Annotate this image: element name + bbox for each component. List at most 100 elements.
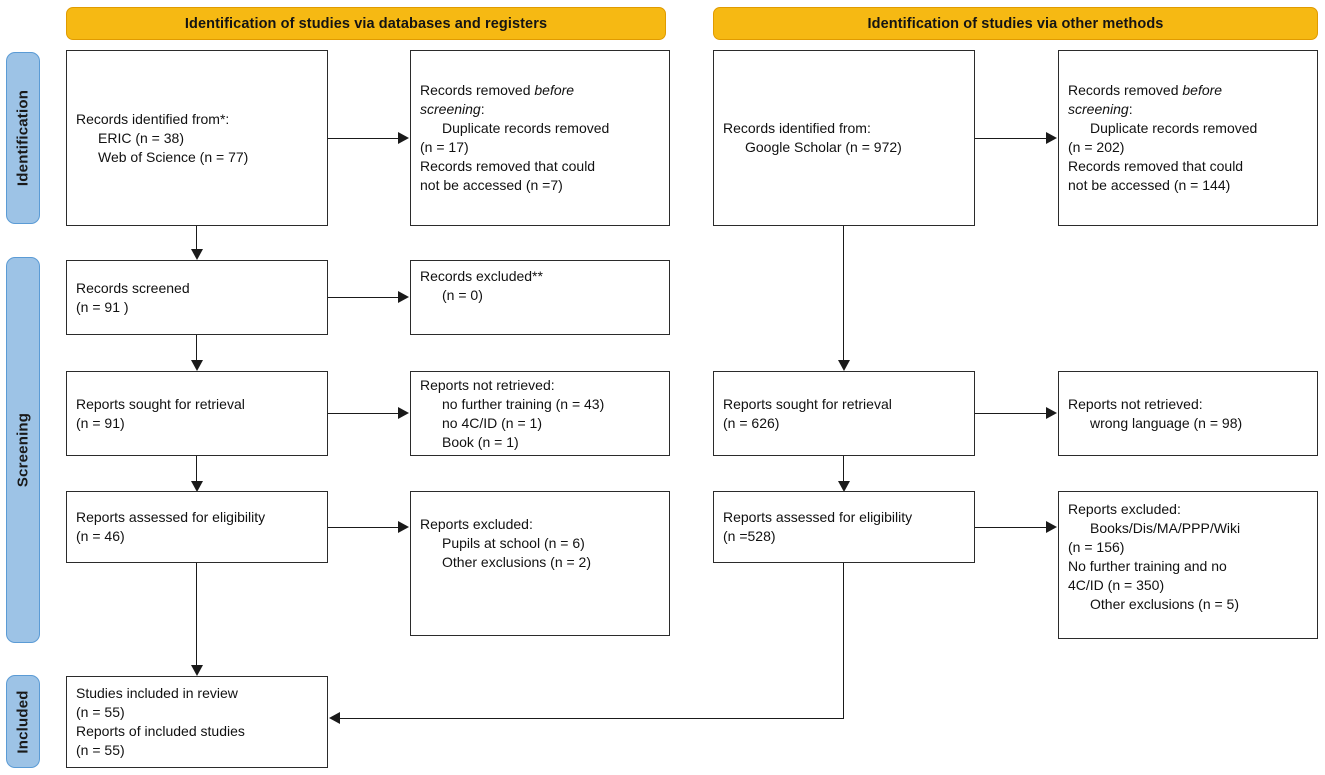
box-records-excluded: Records excluded** (n = 0) xyxy=(410,260,670,335)
box-records-identified-databases: Records identified from*: ERIC (n = 38) … xyxy=(66,50,328,226)
box-line: Records removed before xyxy=(1068,82,1223,98)
phase-label-screening: Screening xyxy=(14,412,32,488)
connector-db-identified-to-screened xyxy=(196,226,197,250)
box-line: Records removed that could xyxy=(1068,158,1244,174)
box-line: (n = 202) xyxy=(1068,139,1125,155)
connector-om-sought-to-assessed xyxy=(843,456,844,482)
box-line: Pupils at school (n = 6) xyxy=(442,535,585,551)
box-line: Reports sought for retrieval xyxy=(76,395,245,412)
box-line: Reports of included studies xyxy=(76,723,245,739)
box-line: Records screened xyxy=(76,279,190,296)
box-line: (n =528) xyxy=(723,528,776,544)
box-line: (n = 55) xyxy=(76,704,125,720)
box-line: Records identified from: xyxy=(723,120,871,136)
box-line: (n = 55) xyxy=(76,742,125,758)
banner-other-methods-label: Identification of studies via other meth… xyxy=(867,15,1164,32)
box-line: Reports sought for retrieval xyxy=(723,395,892,412)
box-line: Books/Dis/MA/PPP/Wiki xyxy=(1090,520,1241,536)
connector-om-assessed-down xyxy=(843,563,844,719)
box-line: (n = 91 ) xyxy=(76,298,129,315)
box-line: Duplicate records removed xyxy=(442,120,610,136)
phase-label-included: Included xyxy=(14,689,32,754)
banner-other-methods: Identification of studies via other meth… xyxy=(713,7,1318,40)
box-line: ERIC (n = 38) xyxy=(98,129,184,146)
connector-om-assessed-to-reports-excluded xyxy=(975,527,1046,528)
arrow-om-sought-to-assessed xyxy=(838,481,850,492)
arrow-db-screened-to-excluded xyxy=(398,291,409,303)
arrow-om-sought-to-not-retrieved xyxy=(1046,407,1057,419)
connector-om-identified-to-sought xyxy=(843,226,844,361)
connector-om-to-included-horizontal xyxy=(340,718,844,719)
arrow-om-identified-to-sought xyxy=(838,360,850,371)
box-line: (n = 626) xyxy=(723,414,780,431)
box-reports-assessed-for-eligibility-databases: Reports assessed for eligibility (n = 46… xyxy=(66,491,328,563)
arrow-db-sought-to-assessed xyxy=(191,481,203,492)
box-line: Reports excluded: xyxy=(1068,501,1181,517)
box-reports-assessed-for-eligibility-other-methods: Reports assessed for eligibility (n =528… xyxy=(713,491,975,563)
connector-db-identified-to-removed xyxy=(328,138,398,139)
box-line: wrong language (n = 98) xyxy=(1090,414,1243,431)
box-line: (n = 17) xyxy=(420,139,469,155)
box-line: No further training and no xyxy=(1068,558,1227,574)
box-records-removed-before-screening-databases: Records removed before screening: Duplic… xyxy=(410,50,670,226)
box-reports-not-retrieved-other-methods: Reports not retrieved: wrong language (n… xyxy=(1058,371,1318,456)
connector-db-sought-to-not-retrieved xyxy=(328,413,398,414)
box-line: Web of Science (n = 77) xyxy=(98,148,249,165)
box-line: screening: xyxy=(420,101,485,117)
box-line: Records removed that could xyxy=(420,158,596,174)
box-line: (n = 46) xyxy=(76,528,125,544)
connector-db-screened-to-sought xyxy=(196,335,197,361)
arrow-db-identified-to-screened xyxy=(191,249,203,260)
arrow-db-assessed-to-included xyxy=(191,665,203,676)
box-line: screening: xyxy=(1068,101,1133,117)
box-line: Book (n = 1) xyxy=(442,433,519,450)
box-line: no 4C/ID (n = 1) xyxy=(442,414,542,431)
box-records-identified-other-methods: Records identified from: Google Scholar … xyxy=(713,50,975,226)
connector-om-identified-to-removed xyxy=(975,138,1046,139)
phase-pill-identification: Identification xyxy=(6,52,40,224)
arrow-db-screened-to-sought xyxy=(191,360,203,371)
banner-databases-and-registers: Identification of studies via databases … xyxy=(66,7,666,40)
box-reports-sought-for-retrieval-other-methods: Reports sought for retrieval (n = 626) xyxy=(713,371,975,456)
arrow-om-to-included xyxy=(329,712,340,724)
box-line: Duplicate records removed xyxy=(1090,120,1258,136)
connector-db-assessed-to-reports-excluded xyxy=(328,527,398,528)
box-line: Records identified from*: xyxy=(76,110,230,127)
connector-db-screened-to-excluded xyxy=(328,297,398,298)
box-records-removed-before-screening-other-methods: Records removed before screening: Duplic… xyxy=(1058,50,1318,226)
box-line: not be accessed (n = 144) xyxy=(1068,177,1231,193)
box-reports-excluded-other-methods: Reports excluded: Books/Dis/MA/PPP/Wiki … xyxy=(1058,491,1318,639)
box-line: Other exclusions (n = 5) xyxy=(1090,596,1240,612)
connector-db-assessed-to-included xyxy=(196,563,197,666)
box-line: Other exclusions (n = 2) xyxy=(442,554,592,570)
arrow-db-identified-to-removed xyxy=(398,132,409,144)
box-line: no further training (n = 43) xyxy=(442,395,605,412)
connector-om-sought-to-not-retrieved xyxy=(975,413,1046,414)
arrow-om-identified-to-removed xyxy=(1046,132,1057,144)
banner-databases-label: Identification of studies via databases … xyxy=(184,15,548,32)
box-line: Records excluded** xyxy=(420,268,543,284)
connector-db-sought-to-assessed xyxy=(196,456,197,482)
phase-pill-screening: Screening xyxy=(6,257,40,643)
box-line: Reports not retrieved: xyxy=(1068,395,1203,412)
box-line: Reports assessed for eligibility xyxy=(76,509,266,525)
box-line: (n = 91) xyxy=(76,414,125,431)
box-reports-excluded-databases: Reports excluded: Pupils at school (n = … xyxy=(410,491,670,636)
box-line: Google Scholar (n = 972) xyxy=(745,139,902,155)
arrow-db-assessed-to-reports-excluded xyxy=(398,521,409,533)
phase-pill-included: Included xyxy=(6,675,40,768)
box-line: (n = 0) xyxy=(442,287,483,303)
arrow-om-assessed-to-reports-excluded xyxy=(1046,521,1057,533)
box-line: Reports assessed for eligibility xyxy=(723,509,913,525)
box-line: 4C/ID (n = 350) xyxy=(1068,577,1165,593)
box-line: Records removed before xyxy=(420,82,575,98)
box-line: Reports excluded: xyxy=(420,516,533,532)
box-studies-included-in-review: Studies included in review (n = 55) Repo… xyxy=(66,676,328,768)
box-line: (n = 156) xyxy=(1068,539,1125,555)
phase-label-identification: Identification xyxy=(14,89,32,187)
box-line: not be accessed (n =7) xyxy=(420,177,563,193)
box-line: Reports not retrieved: xyxy=(420,376,555,393)
box-line: Studies included in review xyxy=(76,685,238,701)
box-reports-not-retrieved-databases: Reports not retrieved: no further traini… xyxy=(410,371,670,456)
